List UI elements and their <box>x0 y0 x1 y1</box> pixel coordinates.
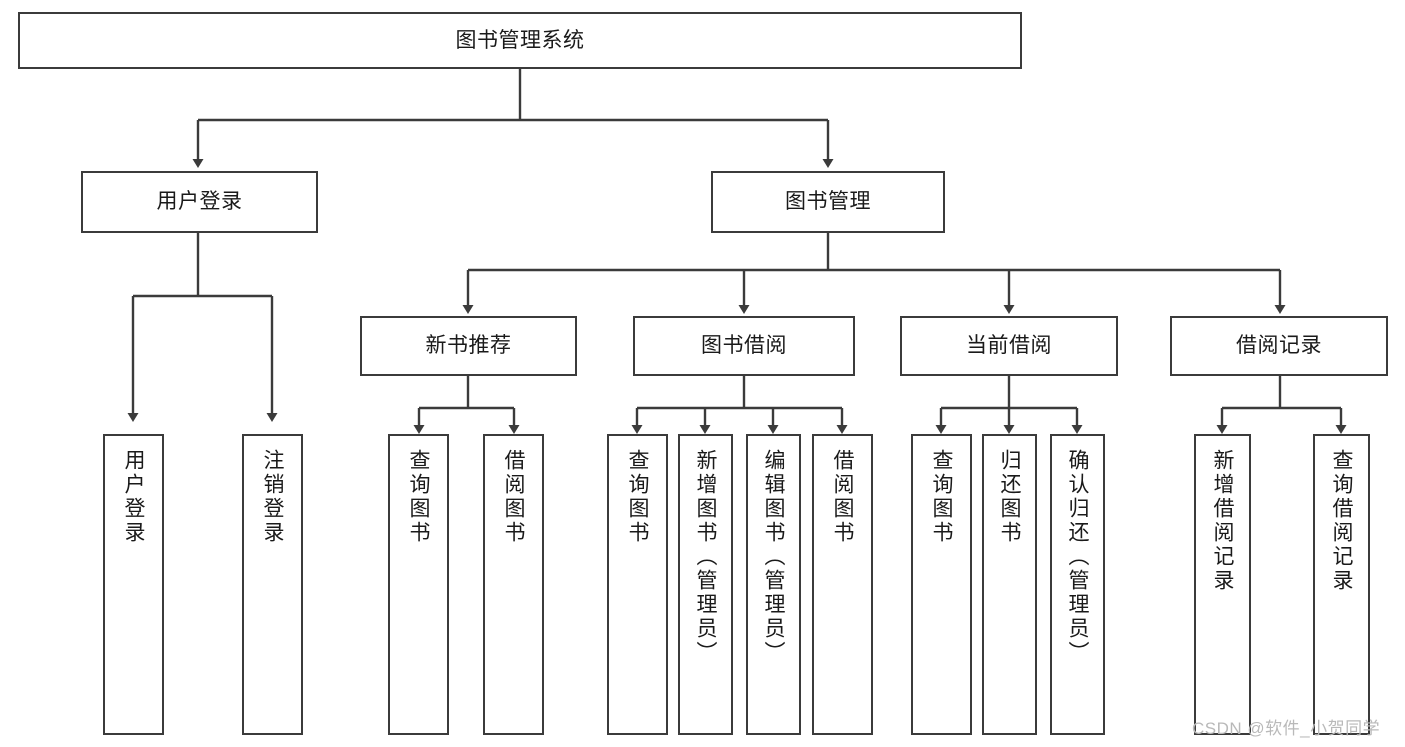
node-leaf-query-record[interactable]: 查询借阅记录 <box>1313 434 1370 735</box>
node-leaf-user-login-label: 用户登录 <box>122 449 145 545</box>
node-leaf-add-record[interactable]: 新增借阅记录 <box>1194 434 1251 735</box>
node-leaf-edit-book-label: 编辑图书（管理员） <box>762 449 785 665</box>
node-leaf-query-book-1[interactable]: 查询图书 <box>388 434 449 735</box>
node-leaf-borrow-book-1[interactable]: 借阅图书 <box>483 434 544 735</box>
node-leaf-confirm-return[interactable]: 确认归还（管理员） <box>1050 434 1105 735</box>
node-leaf-query-book-1-label: 查询图书 <box>407 449 430 545</box>
node-leaf-query-book-3-label: 查询图书 <box>930 449 953 545</box>
node-leaf-user-logout[interactable]: 注销登录 <box>242 434 303 735</box>
node-borrow-record-label: 借阅记录 <box>1236 334 1322 358</box>
node-leaf-query-book-2-label: 查询图书 <box>626 449 649 545</box>
node-user-login[interactable]: 用户登录 <box>81 171 318 233</box>
node-leaf-confirm-return-label: 确认归还（管理员） <box>1066 449 1089 665</box>
node-book-management-label: 图书管理 <box>785 190 871 214</box>
node-leaf-return-book-label: 归还图书 <box>998 449 1021 545</box>
node-borrow-record[interactable]: 借阅记录 <box>1170 316 1388 376</box>
node-new-book-recommend-label: 新书推荐 <box>425 334 512 358</box>
node-current-borrow[interactable]: 当前借阅 <box>900 316 1118 376</box>
node-root[interactable]: 图书管理系统 <box>18 12 1022 69</box>
node-new-book-recommend[interactable]: 新书推荐 <box>360 316 577 376</box>
node-book-management[interactable]: 图书管理 <box>711 171 945 233</box>
node-leaf-add-book[interactable]: 新增图书（管理员） <box>678 434 733 735</box>
node-current-borrow-label: 当前借阅 <box>966 334 1052 358</box>
node-book-borrow[interactable]: 图书借阅 <box>633 316 855 376</box>
node-root-label: 图书管理系统 <box>455 28 585 52</box>
node-leaf-edit-book[interactable]: 编辑图书（管理员） <box>746 434 801 735</box>
node-leaf-query-record-label: 查询借阅记录 <box>1330 449 1353 593</box>
node-leaf-add-record-label: 新增借阅记录 <box>1211 449 1234 593</box>
node-leaf-user-logout-label: 注销登录 <box>261 449 284 545</box>
node-user-login-label: 用户登录 <box>156 190 243 214</box>
node-leaf-return-book[interactable]: 归还图书 <box>982 434 1037 735</box>
node-leaf-borrow-book-2-label: 借阅图书 <box>831 449 854 545</box>
node-leaf-user-login[interactable]: 用户登录 <box>103 434 164 735</box>
node-leaf-borrow-book-1-label: 借阅图书 <box>502 449 525 545</box>
node-leaf-query-book-2[interactable]: 查询图书 <box>607 434 668 735</box>
node-leaf-borrow-book-2[interactable]: 借阅图书 <box>812 434 873 735</box>
node-leaf-add-book-label: 新增图书（管理员） <box>694 449 717 665</box>
node-book-borrow-label: 图书借阅 <box>701 334 787 358</box>
node-leaf-query-book-3[interactable]: 查询图书 <box>911 434 972 735</box>
